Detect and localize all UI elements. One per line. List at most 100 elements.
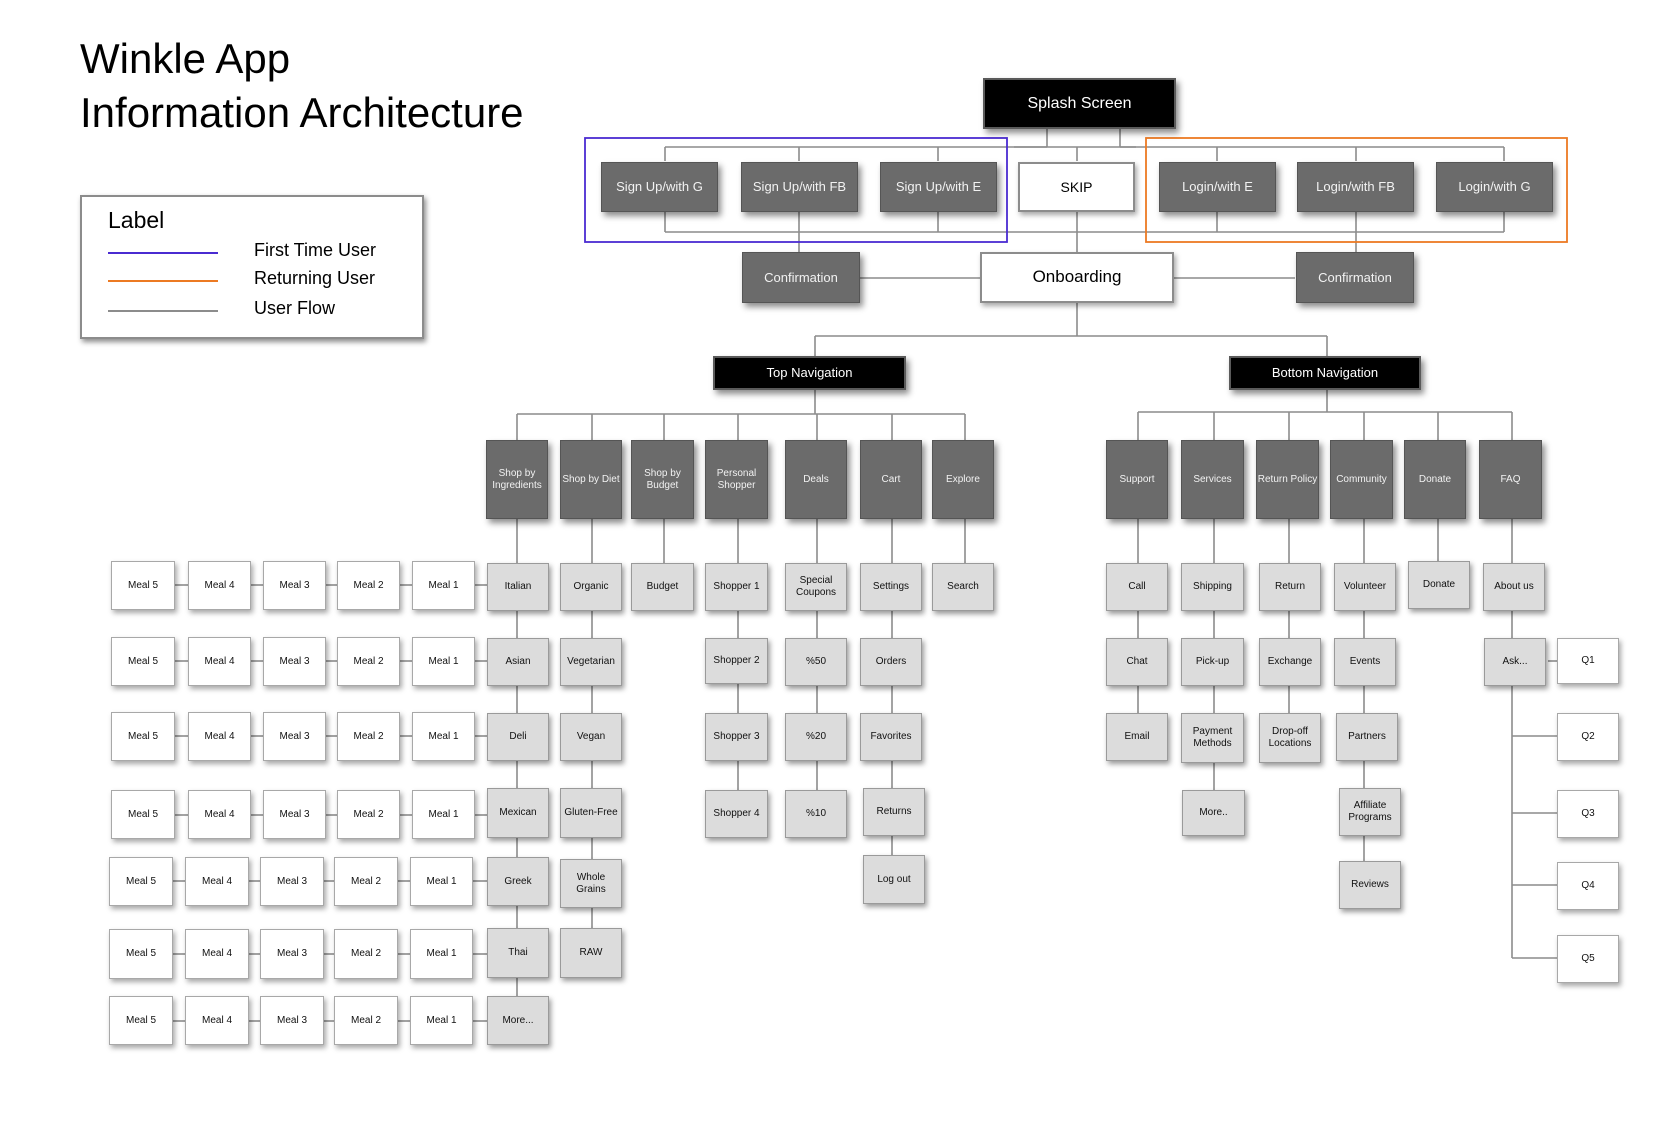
node-splash: Splash Screen (983, 78, 1176, 129)
node-return-dropoff: Drop-off Locations (1259, 713, 1321, 763)
node-signup-fb: Sign Up/with FB (741, 162, 858, 212)
node-ing-mexican: Mexican (487, 788, 549, 838)
legend: Label First Time User Returning User Use… (80, 195, 424, 339)
node-bot-community: Community (1330, 440, 1393, 519)
node-signup-e: Sign Up/with E (880, 162, 997, 212)
node-diet-raw: RAW (560, 928, 622, 978)
node-support-email: Email (1106, 713, 1168, 761)
node-top-shop-diet: Shop by Diet (560, 440, 622, 519)
legend-item-first-time-user: First Time User (108, 240, 418, 266)
meal-5-row-7: Meal 5 (109, 996, 173, 1045)
node-top-cart: Cart (860, 440, 922, 519)
meal-2-row-4: Meal 2 (337, 790, 400, 839)
node-return-exchange: Exchange (1259, 638, 1321, 686)
meal-4-row-3: Meal 4 (188, 712, 251, 761)
node-onboarding: Onboarding (980, 252, 1174, 303)
node-budget-budget: Budget (631, 563, 694, 611)
node-faq-ask: Ask... (1484, 638, 1546, 686)
node-faq-q3: Q3 (1557, 790, 1619, 838)
meal-2-row-3: Meal 2 (337, 712, 400, 761)
legend-text-user-flow: User Flow (254, 298, 336, 318)
node-cart-settings: Settings (860, 563, 922, 611)
node-comm-affiliate: Affiliate Programs (1339, 788, 1401, 836)
meal-2-row-7: Meal 2 (334, 996, 398, 1045)
node-login-fb: Login/with FB (1297, 162, 1414, 212)
meal-4-row-6: Meal 4 (185, 929, 249, 979)
legend-title: Label (108, 207, 165, 233)
node-deals-20: %20 (785, 713, 847, 761)
node-bot-faq: FAQ (1479, 440, 1542, 519)
legend-item-user-flow: User Flow (108, 298, 418, 324)
meal-1-row-2: Meal 1 (412, 637, 475, 686)
legend-text-first-time-user: First Time User (254, 240, 377, 260)
node-bottom-nav: Bottom Navigation (1229, 356, 1421, 390)
node-support-call: Call (1106, 563, 1168, 611)
meal-2-row-5: Meal 2 (334, 857, 398, 906)
node-cart-returns: Returns (863, 788, 925, 836)
node-faq-about: About us (1483, 563, 1545, 611)
meal-5-row-1: Meal 5 (111, 561, 175, 610)
node-comm-reviews: Reviews (1339, 861, 1401, 909)
node-deals-50: %50 (785, 638, 847, 686)
node-login-g: Login/with G (1436, 162, 1553, 212)
node-ing-deli: Deli (487, 713, 549, 761)
node-top-shop-ingredients: Shop by Ingredients (486, 440, 548, 519)
meal-3-row-2: Meal 3 (263, 637, 326, 686)
meal-4-row-7: Meal 4 (185, 996, 249, 1045)
node-faq-q4: Q4 (1557, 862, 1619, 910)
node-confirm-right: Confirmation (1296, 252, 1414, 303)
node-confirm-left: Confirmation (742, 252, 860, 303)
returning-user-group-outline (1145, 137, 1568, 243)
node-ing-italian: Italian (487, 563, 549, 611)
node-deals-10: %10 (785, 790, 847, 838)
node-shopper-4: Shopper 4 (705, 790, 768, 838)
node-top-shop-budget: Shop by Budget (631, 440, 694, 519)
node-ing-more: More... (487, 996, 549, 1045)
meal-1-row-4: Meal 1 (412, 790, 475, 839)
node-bot-services: Services (1181, 440, 1244, 519)
title-line-1: Winkle App (80, 35, 291, 82)
meal-4-row-2: Meal 4 (188, 637, 251, 686)
node-shopper-2: Shopper 2 (705, 638, 768, 684)
meal-1-row-1: Meal 1 (412, 561, 475, 610)
node-cart-orders: Orders (860, 638, 922, 686)
node-bot-support: Support (1106, 440, 1168, 519)
meal-3-row-4: Meal 3 (263, 790, 326, 839)
node-comm-volunteer: Volunteer (1334, 563, 1396, 611)
node-explore-search: Search (932, 563, 994, 611)
node-ing-thai: Thai (487, 928, 549, 978)
node-top-deals: Deals (785, 440, 847, 519)
legend-line-first-time-user (108, 252, 218, 254)
meal-5-row-5: Meal 5 (109, 857, 173, 906)
meal-4-row-4: Meal 4 (188, 790, 251, 839)
node-return-return: Return (1259, 563, 1321, 611)
node-ing-greek: Greek (487, 857, 549, 906)
node-diet-vegetarian: Vegetarian (560, 638, 622, 686)
meal-5-row-3: Meal 5 (111, 712, 175, 761)
node-deals-special: Special Coupons (785, 563, 847, 611)
node-services-more: More.. (1182, 790, 1245, 836)
meal-3-row-1: Meal 3 (263, 561, 326, 610)
node-top-explore: Explore (932, 440, 994, 519)
node-bot-return-policy: Return Policy (1256, 440, 1319, 519)
node-shopper-1: Shopper 1 (705, 563, 768, 611)
meal-5-row-4: Meal 5 (111, 790, 175, 839)
legend-line-returning-user (108, 280, 218, 282)
node-cart-logout: Log out (863, 855, 925, 904)
meal-1-row-3: Meal 1 (412, 712, 475, 761)
legend-line-user-flow (108, 310, 218, 312)
node-services-shipping: Shipping (1181, 563, 1244, 611)
meal-3-row-5: Meal 3 (260, 857, 324, 906)
node-comm-events: Events (1334, 638, 1396, 686)
meal-2-row-2: Meal 2 (337, 637, 400, 686)
node-support-chat: Chat (1106, 638, 1168, 686)
meal-3-row-6: Meal 3 (260, 929, 324, 979)
node-top-personal-shopper: Personal Shopper (705, 440, 768, 519)
meal-2-row-6: Meal 2 (334, 929, 398, 979)
node-faq-q5: Q5 (1557, 935, 1619, 983)
node-diet-organic: Organic (560, 563, 622, 611)
legend-item-returning-user: Returning User (108, 268, 418, 294)
node-diet-gluten: Gluten-Free (560, 788, 622, 838)
meal-1-row-7: Meal 1 (410, 996, 473, 1045)
meal-3-row-7: Meal 3 (260, 996, 324, 1045)
